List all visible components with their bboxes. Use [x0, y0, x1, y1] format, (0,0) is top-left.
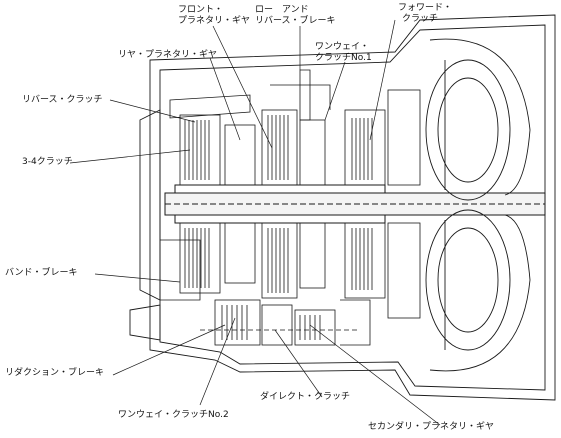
torque-converter	[425, 38, 531, 372]
label-one-way-clutch-2: ワンウェイ・クラッチNo.2	[118, 410, 229, 420]
main-shaft	[164, 184, 546, 224]
lower-clutch-packs	[160, 222, 421, 319]
label-front-planetary-gear: フロント・ プラネタリ・ギヤ	[178, 5, 250, 27]
label-forward-clutch: フォワード・ クラッチ	[398, 3, 452, 25]
label-one-way-clutch-1-line2: クラッチNo.1	[315, 53, 372, 63]
label-forward-clutch-line1: フォワード・	[398, 3, 453, 13]
label-reduction-brake: リダクション・ブレーキ	[5, 368, 105, 378]
label-low-reverse-brake: ロー アンド リバース・ブレーキ	[255, 5, 336, 27]
label-low-reverse-brake-line1: ロー アンド	[255, 5, 309, 15]
label-low-reverse-brake-line2: リバース・ブレーキ	[255, 16, 336, 26]
upper-clutch-packs	[169, 69, 421, 186]
label-band-brake: バンド・ブレーキ	[5, 268, 78, 278]
label-one-way-clutch-1: ワンウェイ・ クラッチNo.1	[315, 42, 372, 64]
leader-lines	[69, 19, 441, 426]
label-rear-planetary-gear: リヤ・プラネタリ・ギヤ	[118, 50, 218, 60]
label-3-4-clutch: 3-4クラッチ	[22, 157, 73, 167]
secondary-section	[200, 299, 371, 346]
label-one-way-clutch-1-line1: ワンウェイ・	[315, 42, 370, 52]
label-front-planetary-gear-line2: プラネタリ・ギヤ	[178, 16, 251, 26]
label-reverse-clutch: リバース・クラッチ	[22, 95, 103, 105]
label-secondary-planetary-gear: セカンダリ・プラネタリ・ギヤ	[368, 422, 495, 432]
label-direct-clutch: ダイレクト・クラッチ	[260, 392, 351, 402]
label-forward-clutch-line2: クラッチ	[402, 14, 439, 24]
label-front-planetary-gear-line1: フロント・	[178, 5, 224, 15]
